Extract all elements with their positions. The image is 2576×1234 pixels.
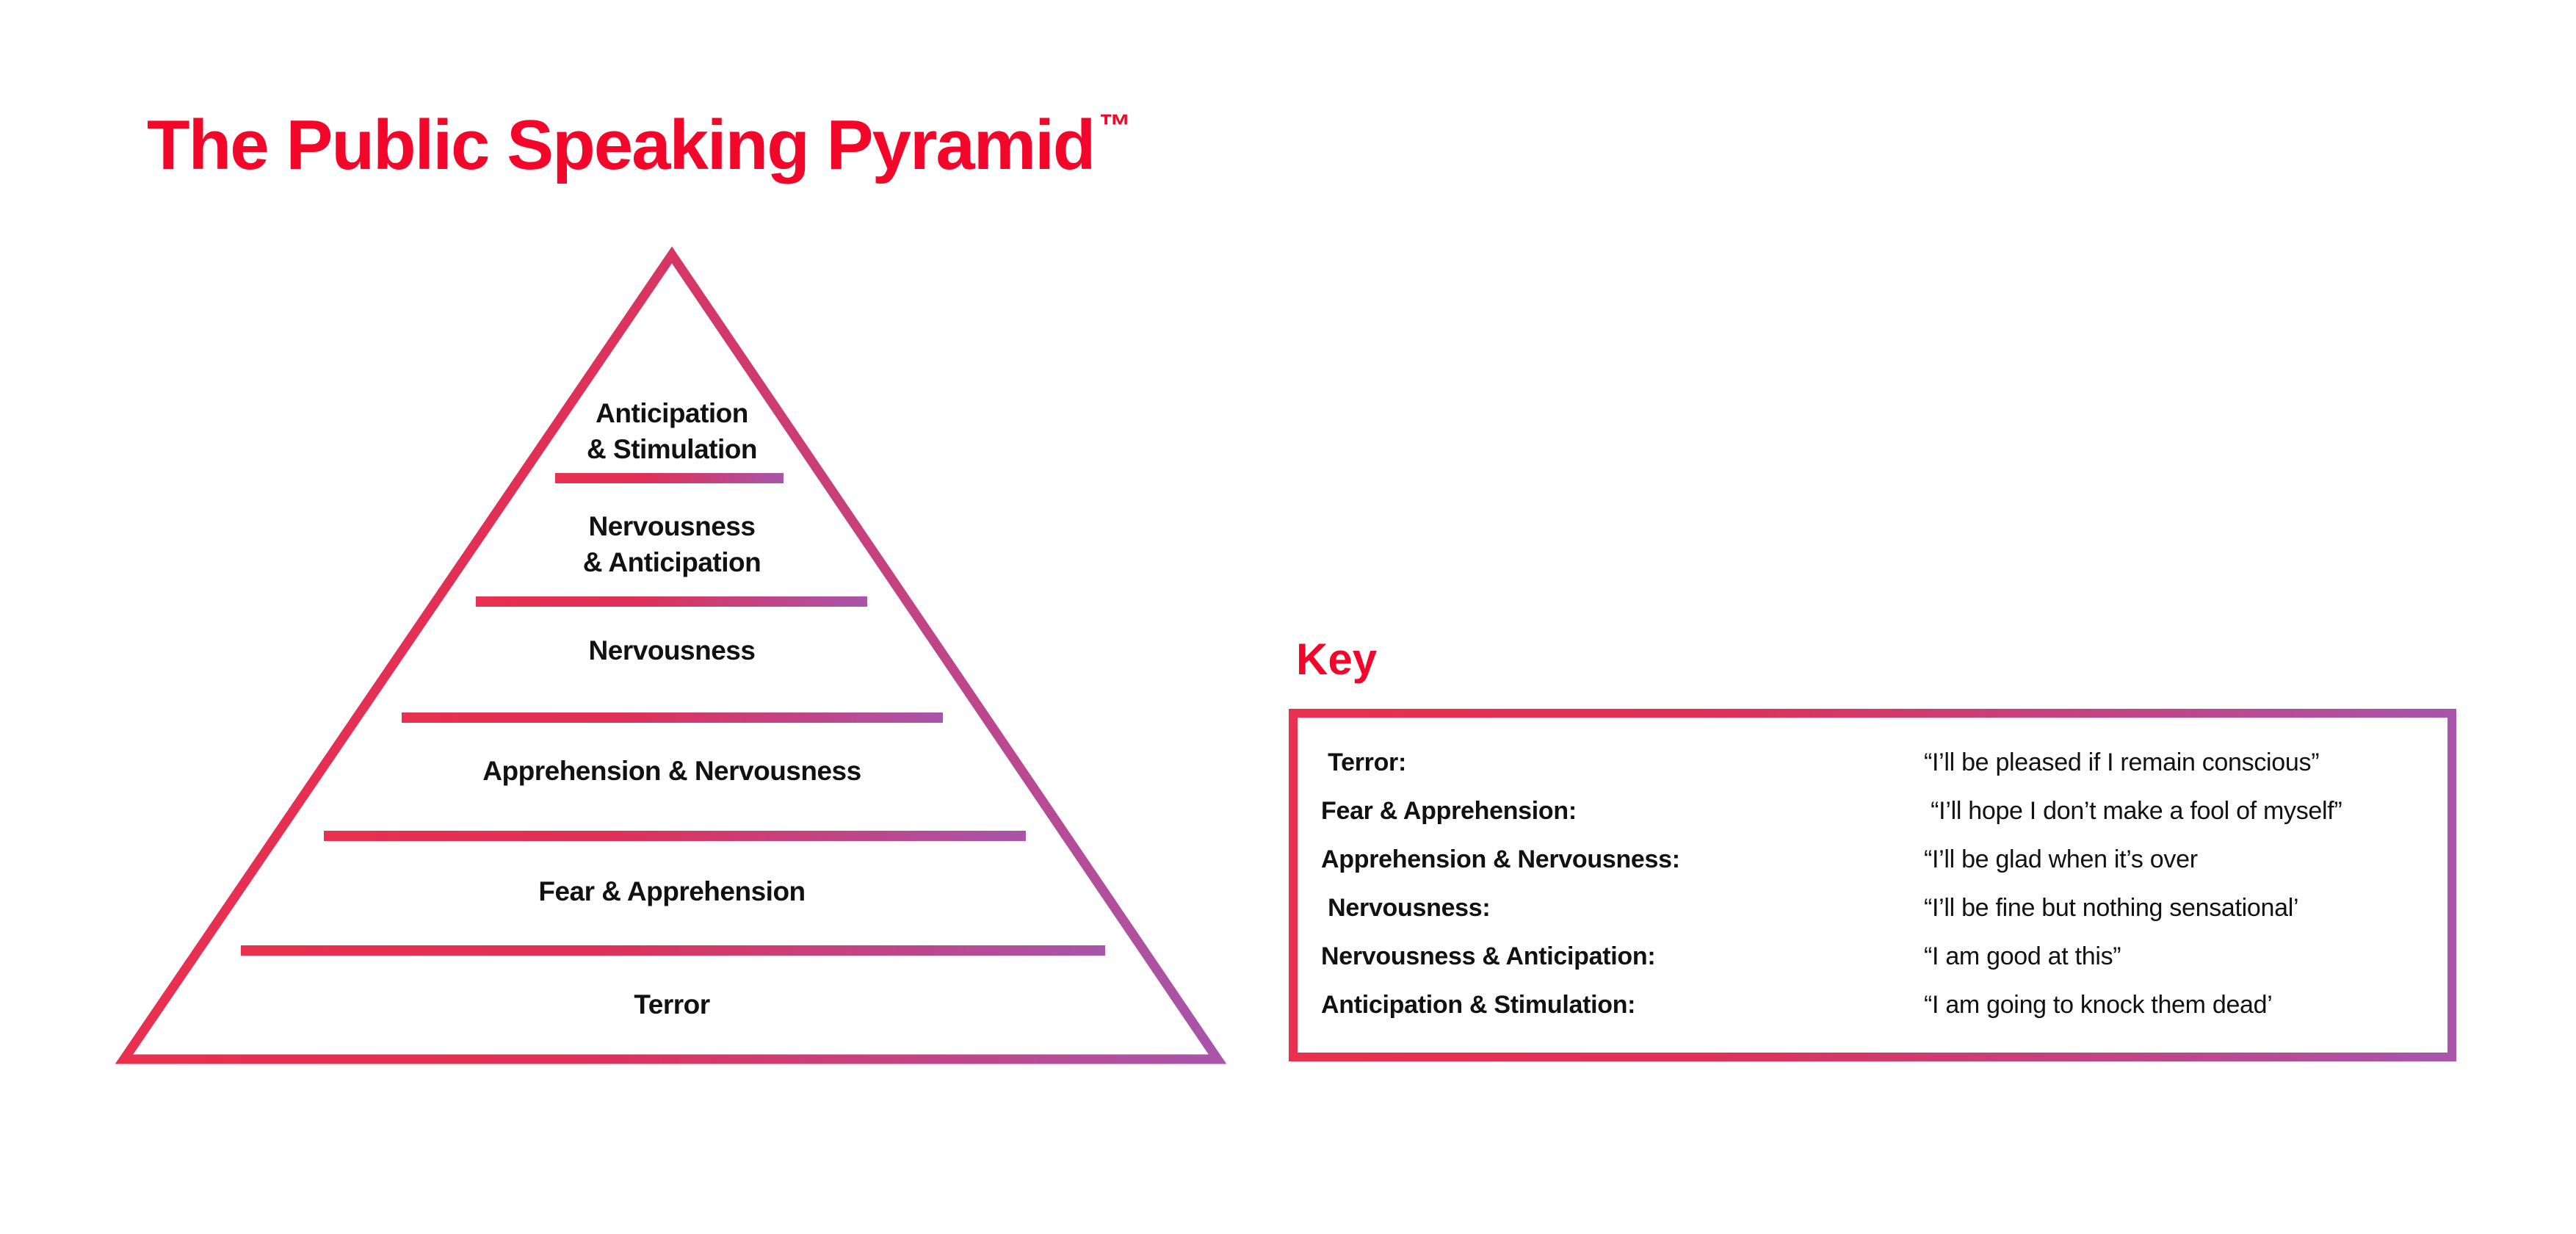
pyramid-level-terror: Terror: [634, 986, 710, 1022]
level-label-line: Anticipation: [596, 398, 748, 428]
level-label-line: Terror: [634, 989, 710, 1020]
key-term: Fear & Apprehension:: [1321, 796, 1577, 825]
key-quote: “I am good at this”: [1924, 942, 2121, 970]
pyramid-level-anticipation-stimulation: Anticipation & Stimulation: [587, 395, 757, 467]
key-row: Apprehension & Nervousness: “I’ll be gla…: [1321, 835, 2433, 884]
key-box: Terror: “I’ll be pleased if I remain con…: [1289, 709, 2456, 1061]
key-term: Nervousness:: [1321, 893, 1491, 922]
pyramid-level-nervousness-anticipation: Nervousness & Anticipation: [583, 508, 761, 580]
level-label-line: Fear & Apprehension: [538, 876, 806, 906]
key-row: Anticipation & Stimulation: “I am going …: [1321, 981, 2433, 1029]
pyramid-diagram: [115, 246, 1227, 1064]
pyramid-outline: [115, 246, 1227, 1064]
level-divider-2: [476, 596, 867, 607]
key-quote: “I’ll be glad when it’s over: [1924, 845, 2198, 873]
level-label-line: & Anticipation: [582, 547, 761, 577]
key-term: Apprehension & Nervousness:: [1321, 845, 1680, 873]
key-row: Nervousness & Anticipation: “I am good a…: [1321, 932, 2433, 981]
key-quote: “I am going to knock them dead’: [1924, 990, 2273, 1019]
pyramid-level-apprehension-nervousness: Apprehension & Nervousness: [482, 753, 861, 789]
level-divider-4: [324, 831, 1026, 841]
key-row: Fear & Apprehension: “I’ll hope I don’t …: [1321, 787, 2433, 835]
key-row: Terror: “I’ll be pleased if I remain con…: [1321, 738, 2433, 787]
level-divider-3: [402, 712, 943, 723]
key-quote: “I’ll be fine but nothing sensational’: [1924, 893, 2299, 922]
pyramid-level-nervousness: Nervousness: [589, 632, 756, 668]
level-divider-1: [555, 473, 784, 483]
level-divider-5: [241, 945, 1105, 956]
level-label-line: Nervousness: [588, 635, 756, 665]
key-quote: “I’ll hope I don’t make a fool of myself…: [1924, 796, 2342, 825]
trademark-symbol: ™: [1099, 108, 1132, 144]
pyramid-level-fear-apprehension: Fear & Apprehension: [538, 873, 806, 909]
level-label-line: & Stimulation: [587, 434, 757, 464]
page-title-text: The Public Speaking Pyramid: [147, 106, 1096, 184]
key-quote: “I’ll be pleased if I remain conscious”: [1924, 748, 2320, 776]
key-row: Nervousness: “I’ll be fine but nothing s…: [1321, 884, 2433, 932]
key-term: Anticipation & Stimulation:: [1321, 990, 1636, 1019]
level-label-line: Apprehension & Nervousness: [482, 756, 861, 786]
level-label-line: Nervousness: [588, 511, 756, 541]
key-heading: Key: [1296, 635, 1378, 684]
key-term: Nervousness & Anticipation:: [1321, 942, 1656, 970]
key-term: Terror:: [1321, 748, 1406, 776]
